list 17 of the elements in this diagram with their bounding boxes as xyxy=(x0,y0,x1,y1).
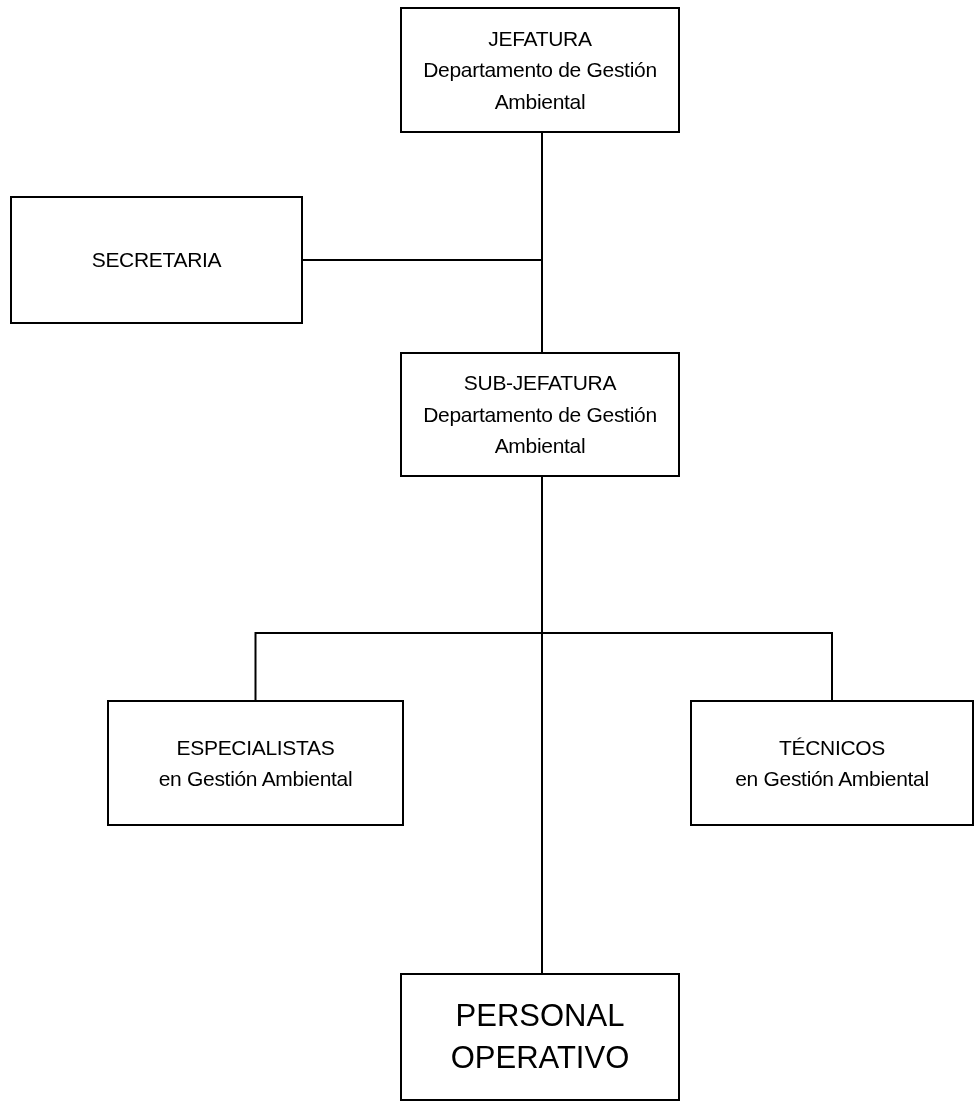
role-title: SUB-JEFATURA xyxy=(463,370,617,397)
org-box xyxy=(690,700,974,826)
role-subtitle: en Gestión Ambiental xyxy=(158,766,353,792)
role-title: ESPECIALISTAS xyxy=(176,734,335,761)
role-subtitle: en Gestión Ambiental xyxy=(735,766,929,792)
org-box xyxy=(400,7,680,133)
org-box xyxy=(400,973,680,1101)
role-subtitle: Departamento de Gestión Ambiental xyxy=(422,401,658,460)
org-box xyxy=(400,352,680,477)
org-box xyxy=(107,700,404,826)
org-box xyxy=(10,196,303,324)
role-title: JEFATURA xyxy=(488,25,592,52)
role-title: SECRETARIA xyxy=(91,247,222,274)
role-subtitle: Departamento de Gestión Ambiental xyxy=(422,57,658,115)
connector-line xyxy=(302,132,543,261)
role-title: TÉCNICOS xyxy=(778,734,886,761)
role-title: PERSONAL OPERATIVO xyxy=(449,997,631,1077)
